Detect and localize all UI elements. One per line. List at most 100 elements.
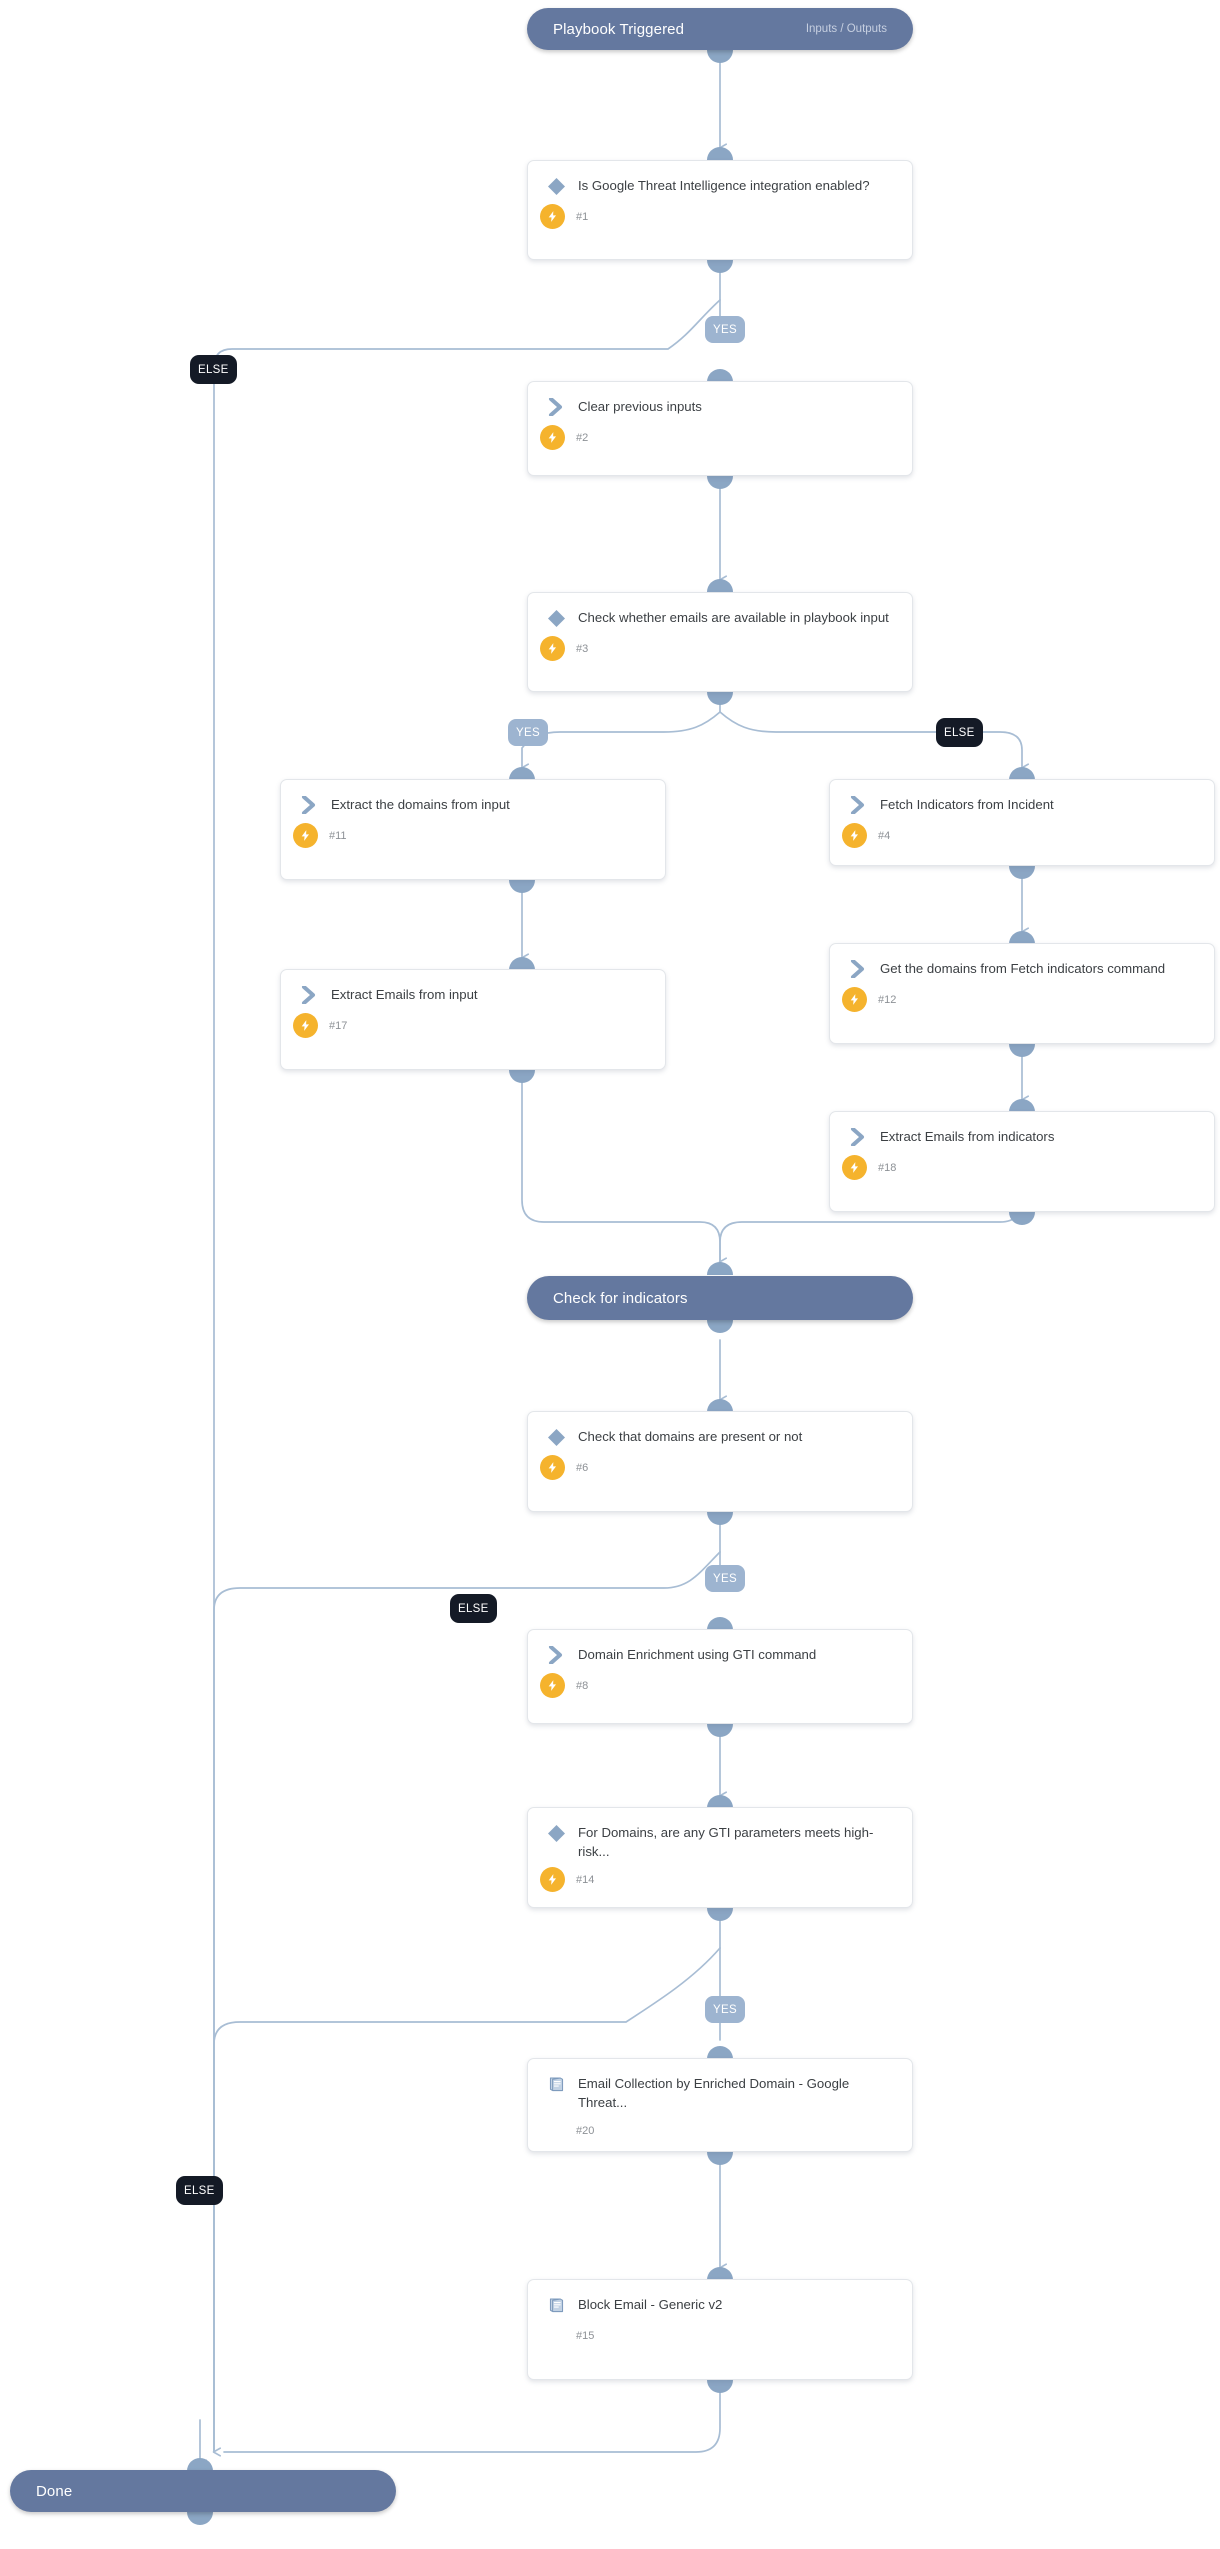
chevron-task-icon: [845, 795, 871, 817]
chip-yes-3[interactable]: YES: [508, 719, 548, 746]
node-number: #2: [576, 431, 589, 444]
lightning-automation-icon: [842, 1155, 867, 1180]
connector-nub: [707, 1262, 733, 1275]
node-number: #3: [576, 642, 589, 655]
node-done[interactable]: Done: [10, 2470, 396, 2512]
node-task-extract-emails-from-input[interactable]: Extract Emails from input #17: [280, 969, 666, 1070]
chip-else-14[interactable]: ELSE: [176, 2176, 223, 2205]
connector-nub: [707, 1512, 733, 1525]
chevron-task-icon: [845, 1127, 871, 1149]
connector-nub: [1009, 866, 1035, 879]
chip-label: YES: [713, 323, 737, 336]
chip-label: YES: [713, 2003, 737, 2016]
diamond-condition-icon: [543, 608, 569, 630]
chip-else-3[interactable]: ELSE: [936, 718, 983, 747]
node-task-clear-previous-inputs[interactable]: Clear previous inputs #2: [527, 381, 913, 476]
chip-else-6[interactable]: ELSE: [450, 1594, 497, 1623]
connector-nub: [707, 50, 733, 63]
node-label: Email Collection by Enriched Domain - Go…: [578, 2076, 850, 2110]
connector-nub: [509, 1070, 535, 1083]
connector-nub: [509, 880, 535, 893]
node-label: Domain Enrichment using GTI command: [578, 1647, 817, 1662]
book-subplaybook-icon: [543, 2074, 569, 2096]
node-subplaybook-email-collection[interactable]: Email Collection by Enriched Domain - Go…: [527, 2058, 913, 2152]
lightning-automation-icon: [842, 987, 867, 1012]
lightning-automation-icon: [540, 1867, 565, 1892]
node-task-domain-enrichment-gti[interactable]: Domain Enrichment using GTI command #8: [527, 1629, 913, 1724]
node-subtitle: Inputs / Outputs: [805, 23, 887, 35]
chip-label: ELSE: [198, 363, 229, 376]
node-label: Extract the domains from input: [331, 797, 510, 812]
connector-nub: [707, 1908, 733, 1921]
lightning-automation-icon: [842, 823, 867, 848]
lightning-automation-icon: [540, 636, 565, 661]
lightning-automation-icon: [540, 1455, 565, 1480]
book-subplaybook-icon: [543, 2295, 569, 2317]
lightning-automation-icon: [293, 823, 318, 848]
node-condition-gti-high-risk[interactable]: For Domains, are any GTI parameters meet…: [527, 1807, 913, 1908]
node-number: #1: [576, 210, 589, 223]
diamond-condition-icon: [543, 176, 569, 198]
node-number: #6: [576, 1461, 589, 1474]
node-task-get-domains-from-fetch[interactable]: Get the domains from Fetch indicators co…: [829, 943, 1215, 1044]
node-condition-emails-available[interactable]: Check whether emails are available in pl…: [527, 592, 913, 692]
lightning-automation-icon: [540, 425, 565, 450]
lightning-automation-icon: [540, 1673, 565, 1698]
node-task-extract-emails-from-indicators[interactable]: Extract Emails from indicators #18: [829, 1111, 1215, 1212]
node-subplaybook-block-email[interactable]: Block Email - Generic v2 #15: [527, 2279, 913, 2380]
node-title: Done: [36, 2482, 73, 2500]
badge-placeholder: [540, 2323, 565, 2348]
node-label: Clear previous inputs: [578, 399, 702, 414]
lightning-automation-icon: [540, 204, 565, 229]
node-label: Check that domains are present or not: [578, 1429, 803, 1444]
node-number: #18: [878, 1161, 897, 1174]
node-label: Check whether emails are available in pl…: [578, 610, 889, 625]
connector-nub: [187, 2512, 213, 2525]
connector-nub: [707, 579, 733, 592]
chevron-task-icon: [543, 1645, 569, 1667]
node-label: Get the domains from Fetch indicators co…: [880, 961, 1166, 976]
chip-label: YES: [516, 726, 540, 739]
diamond-condition-icon: [543, 1427, 569, 1449]
chevron-task-icon: [296, 985, 322, 1007]
node-title: Playbook Triggered: [553, 20, 685, 38]
chevron-task-icon: [543, 397, 569, 419]
connector-nub: [1009, 1044, 1035, 1057]
node-task-fetch-indicators-from-incident[interactable]: Fetch Indicators from Incident #4: [829, 779, 1215, 866]
node-number: #14: [576, 1873, 595, 1886]
chevron-task-icon: [845, 959, 871, 981]
diamond-condition-icon: [543, 1823, 569, 1845]
node-number: #20: [576, 2124, 595, 2137]
node-section-check-for-indicators[interactable]: Check for indicators: [527, 1276, 913, 1320]
node-title: Check for indicators: [553, 1289, 688, 1307]
connector-nub: [1009, 1212, 1035, 1225]
node-number: #12: [878, 993, 897, 1006]
chip-label: ELSE: [944, 726, 975, 739]
node-task-extract-domains-from-input[interactable]: Extract the domains from input #11: [280, 779, 666, 880]
connector-nub: [707, 476, 733, 489]
chip-else-1[interactable]: ELSE: [190, 355, 237, 384]
chip-yes-14[interactable]: YES: [705, 1996, 745, 2023]
connector-nub: [707, 1724, 733, 1737]
chip-yes-6[interactable]: YES: [705, 1565, 745, 1592]
node-label: For Domains, are any GTI parameters meet…: [578, 1825, 874, 1859]
node-number: #8: [576, 1679, 589, 1692]
connector-nub: [707, 147, 733, 160]
chip-label: ELSE: [184, 2184, 215, 2197]
node-condition-gti-enabled[interactable]: Is Google Threat Intelligence integratio…: [527, 160, 913, 260]
node-number: #11: [329, 829, 347, 842]
connector-nub: [707, 260, 733, 273]
node-number: #17: [329, 1019, 348, 1032]
badge-placeholder: [540, 2118, 565, 2143]
chip-yes-1[interactable]: YES: [705, 316, 745, 343]
chip-label: ELSE: [458, 1602, 489, 1615]
connector-nub: [707, 1320, 733, 1333]
node-label: Extract Emails from input: [331, 987, 478, 1002]
node-condition-domains-present[interactable]: Check that domains are present or not #6: [527, 1411, 913, 1512]
node-number: #4: [878, 829, 891, 842]
lightning-automation-icon: [293, 1013, 318, 1038]
node-label: Extract Emails from indicators: [880, 1129, 1055, 1144]
node-label: Block Email - Generic v2: [578, 2297, 723, 2312]
node-playbook-triggered[interactable]: Playbook Triggered Inputs / Outputs: [527, 8, 913, 50]
